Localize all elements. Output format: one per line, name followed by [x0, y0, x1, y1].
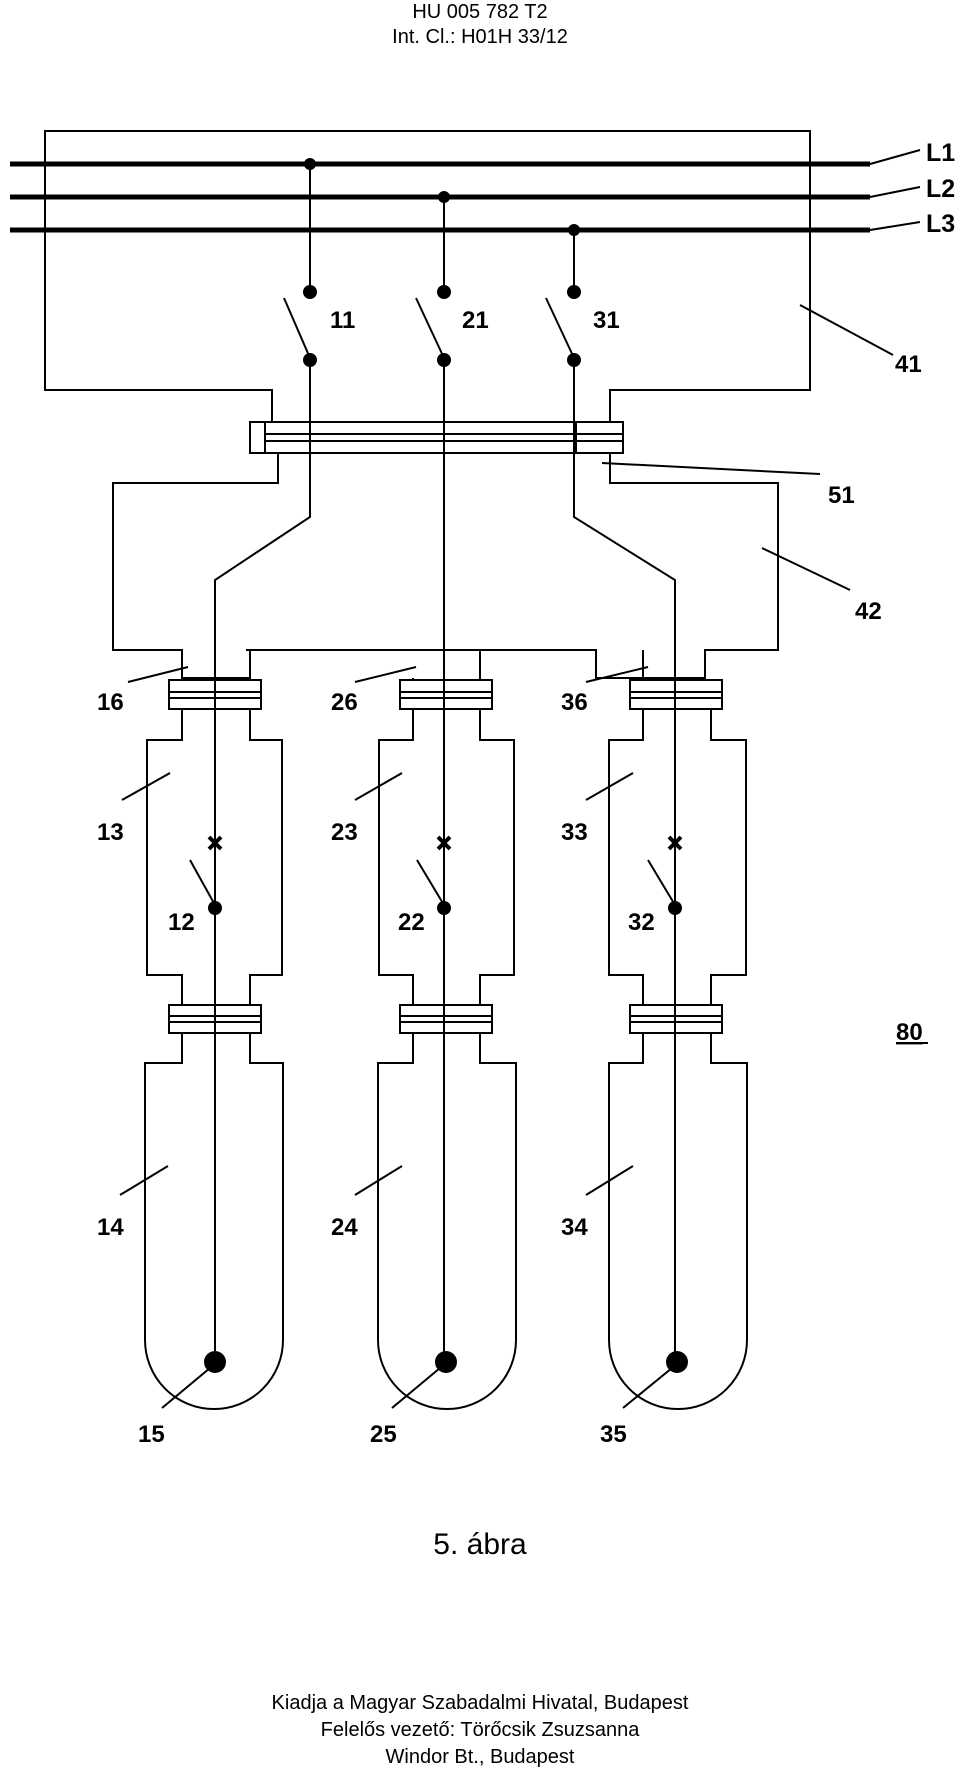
- label-42: 42: [855, 598, 882, 625]
- footer-publisher: Kiadja a Magyar Szabadalmi Hivatal, Buda…: [271, 1692, 689, 1714]
- label-L2: L2: [926, 175, 955, 203]
- bulb-24: [377, 1033, 517, 1410]
- label-51: 51: [828, 482, 855, 509]
- module-13: [146, 709, 283, 1005]
- label-12: 12: [168, 909, 195, 936]
- label-34: 34: [561, 1214, 588, 1241]
- enclosure-42: [112, 453, 779, 679]
- module-23: [378, 709, 515, 1005]
- label-80: 80: [896, 1019, 923, 1046]
- enclosure-41: [44, 130, 811, 454]
- label-22: 22: [398, 909, 425, 936]
- footer-printer: Windor Bt., Budapest: [385, 1746, 575, 1768]
- label-41: 41: [895, 351, 922, 378]
- label-33: 33: [561, 819, 588, 846]
- label-31: 31: [593, 307, 620, 334]
- conductors: [189, 164, 676, 1355]
- label-24: 24: [331, 1214, 358, 1241]
- label-11: 11: [330, 307, 355, 334]
- label-36: 36: [561, 689, 588, 716]
- label-23: 23: [331, 819, 358, 846]
- figure-caption: 5. ábra: [433, 1528, 527, 1561]
- label-15: 15: [138, 1421, 165, 1448]
- label-32: 32: [628, 909, 655, 936]
- label-25: 25: [370, 1421, 397, 1448]
- label-L1: L1: [926, 139, 955, 167]
- label-14: 14: [97, 1214, 124, 1241]
- label-26: 26: [331, 689, 358, 716]
- bushing-26: [399, 679, 493, 710]
- label-L3: L3: [926, 210, 955, 238]
- label-16: 16: [97, 689, 124, 716]
- bulb-34: [608, 1033, 748, 1410]
- label-13: 13: [97, 819, 124, 846]
- document-number: HU 005 782 T2: [412, 1, 548, 23]
- contact-25: [435, 1351, 457, 1373]
- module-33: [608, 709, 747, 1005]
- label-35: 35: [600, 1421, 627, 1448]
- bulb-14: [144, 1033, 284, 1410]
- footer-responsible: Felelős vezető: Törőcsik Zsuzsanna: [320, 1719, 640, 1741]
- label-21: 21: [462, 307, 489, 334]
- classification: Int. Cl.: H01H 33/12: [392, 26, 568, 48]
